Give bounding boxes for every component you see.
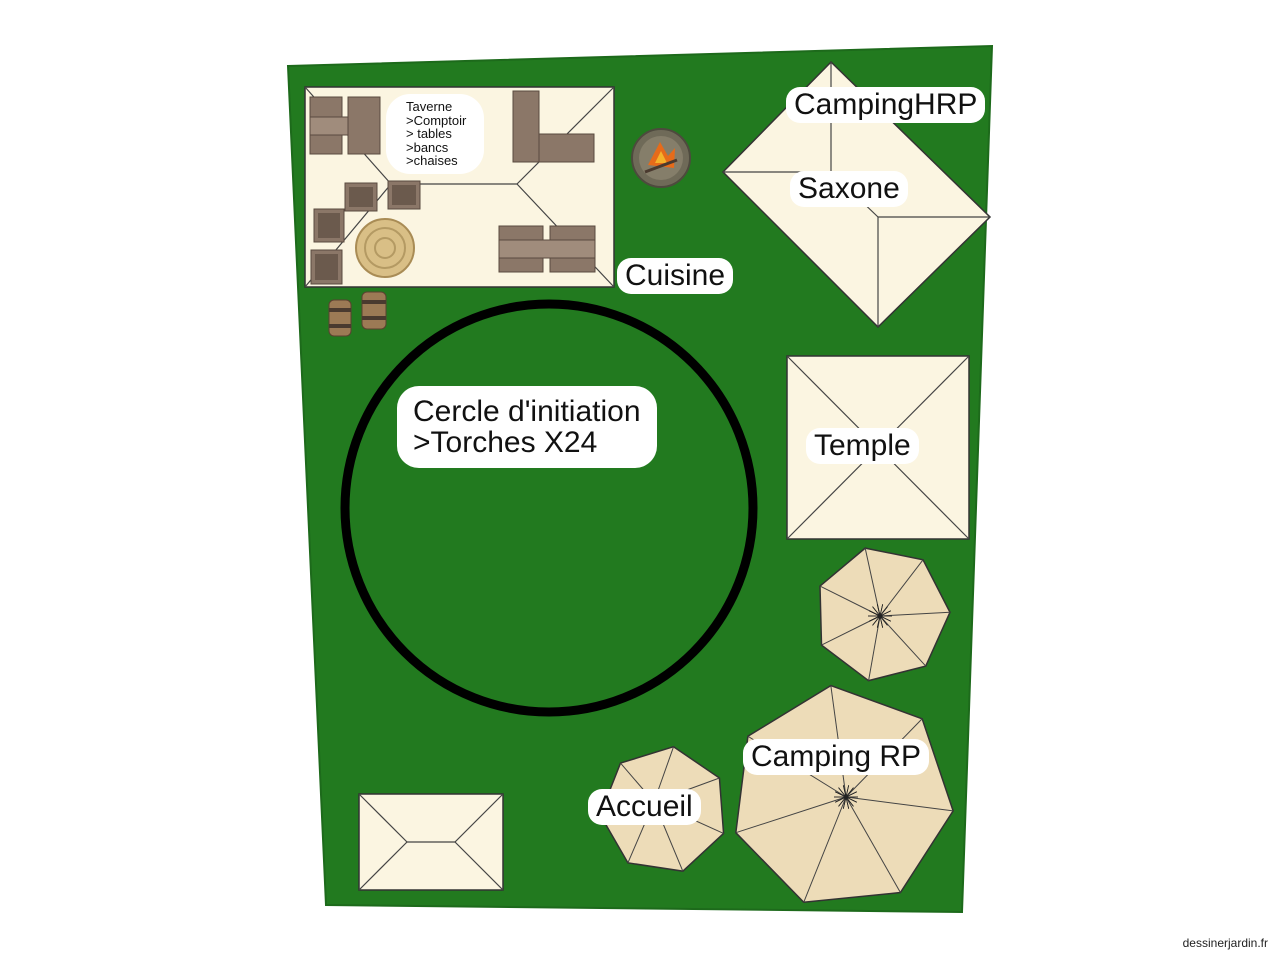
- chair: [313, 208, 345, 243]
- cercle-label: Cercle d'initiation >Torches X24: [397, 386, 657, 468]
- round-tent-upper: [819, 547, 951, 682]
- saxone-label: Saxone: [790, 171, 908, 207]
- accueil-label: Accueil: [588, 789, 701, 825]
- taverne-label: Taverne >Comptoir > tables >bancs >chais…: [386, 94, 485, 174]
- round-table-icon: [355, 218, 415, 278]
- table-with-benches: [498, 225, 596, 273]
- chair: [344, 182, 378, 212]
- chair: [387, 180, 421, 210]
- rectangle-tent: [358, 793, 504, 891]
- barrel-icon: [328, 299, 352, 337]
- watermark: dessinerjardin.fr: [1182, 936, 1268, 950]
- cuisine-label: Cuisine: [617, 258, 734, 294]
- chair: [310, 249, 343, 285]
- campfire-icon: [631, 128, 691, 188]
- temple-label: Temple: [806, 428, 919, 464]
- camping-hrp-label: CampingHRP: [786, 87, 986, 123]
- initiation-circle: [340, 299, 758, 717]
- barrel-icon: [361, 291, 387, 330]
- table-with-chairs: [309, 96, 381, 155]
- comptoir-counter: [512, 90, 595, 163]
- camping-rp-label: Camping RP: [743, 739, 930, 775]
